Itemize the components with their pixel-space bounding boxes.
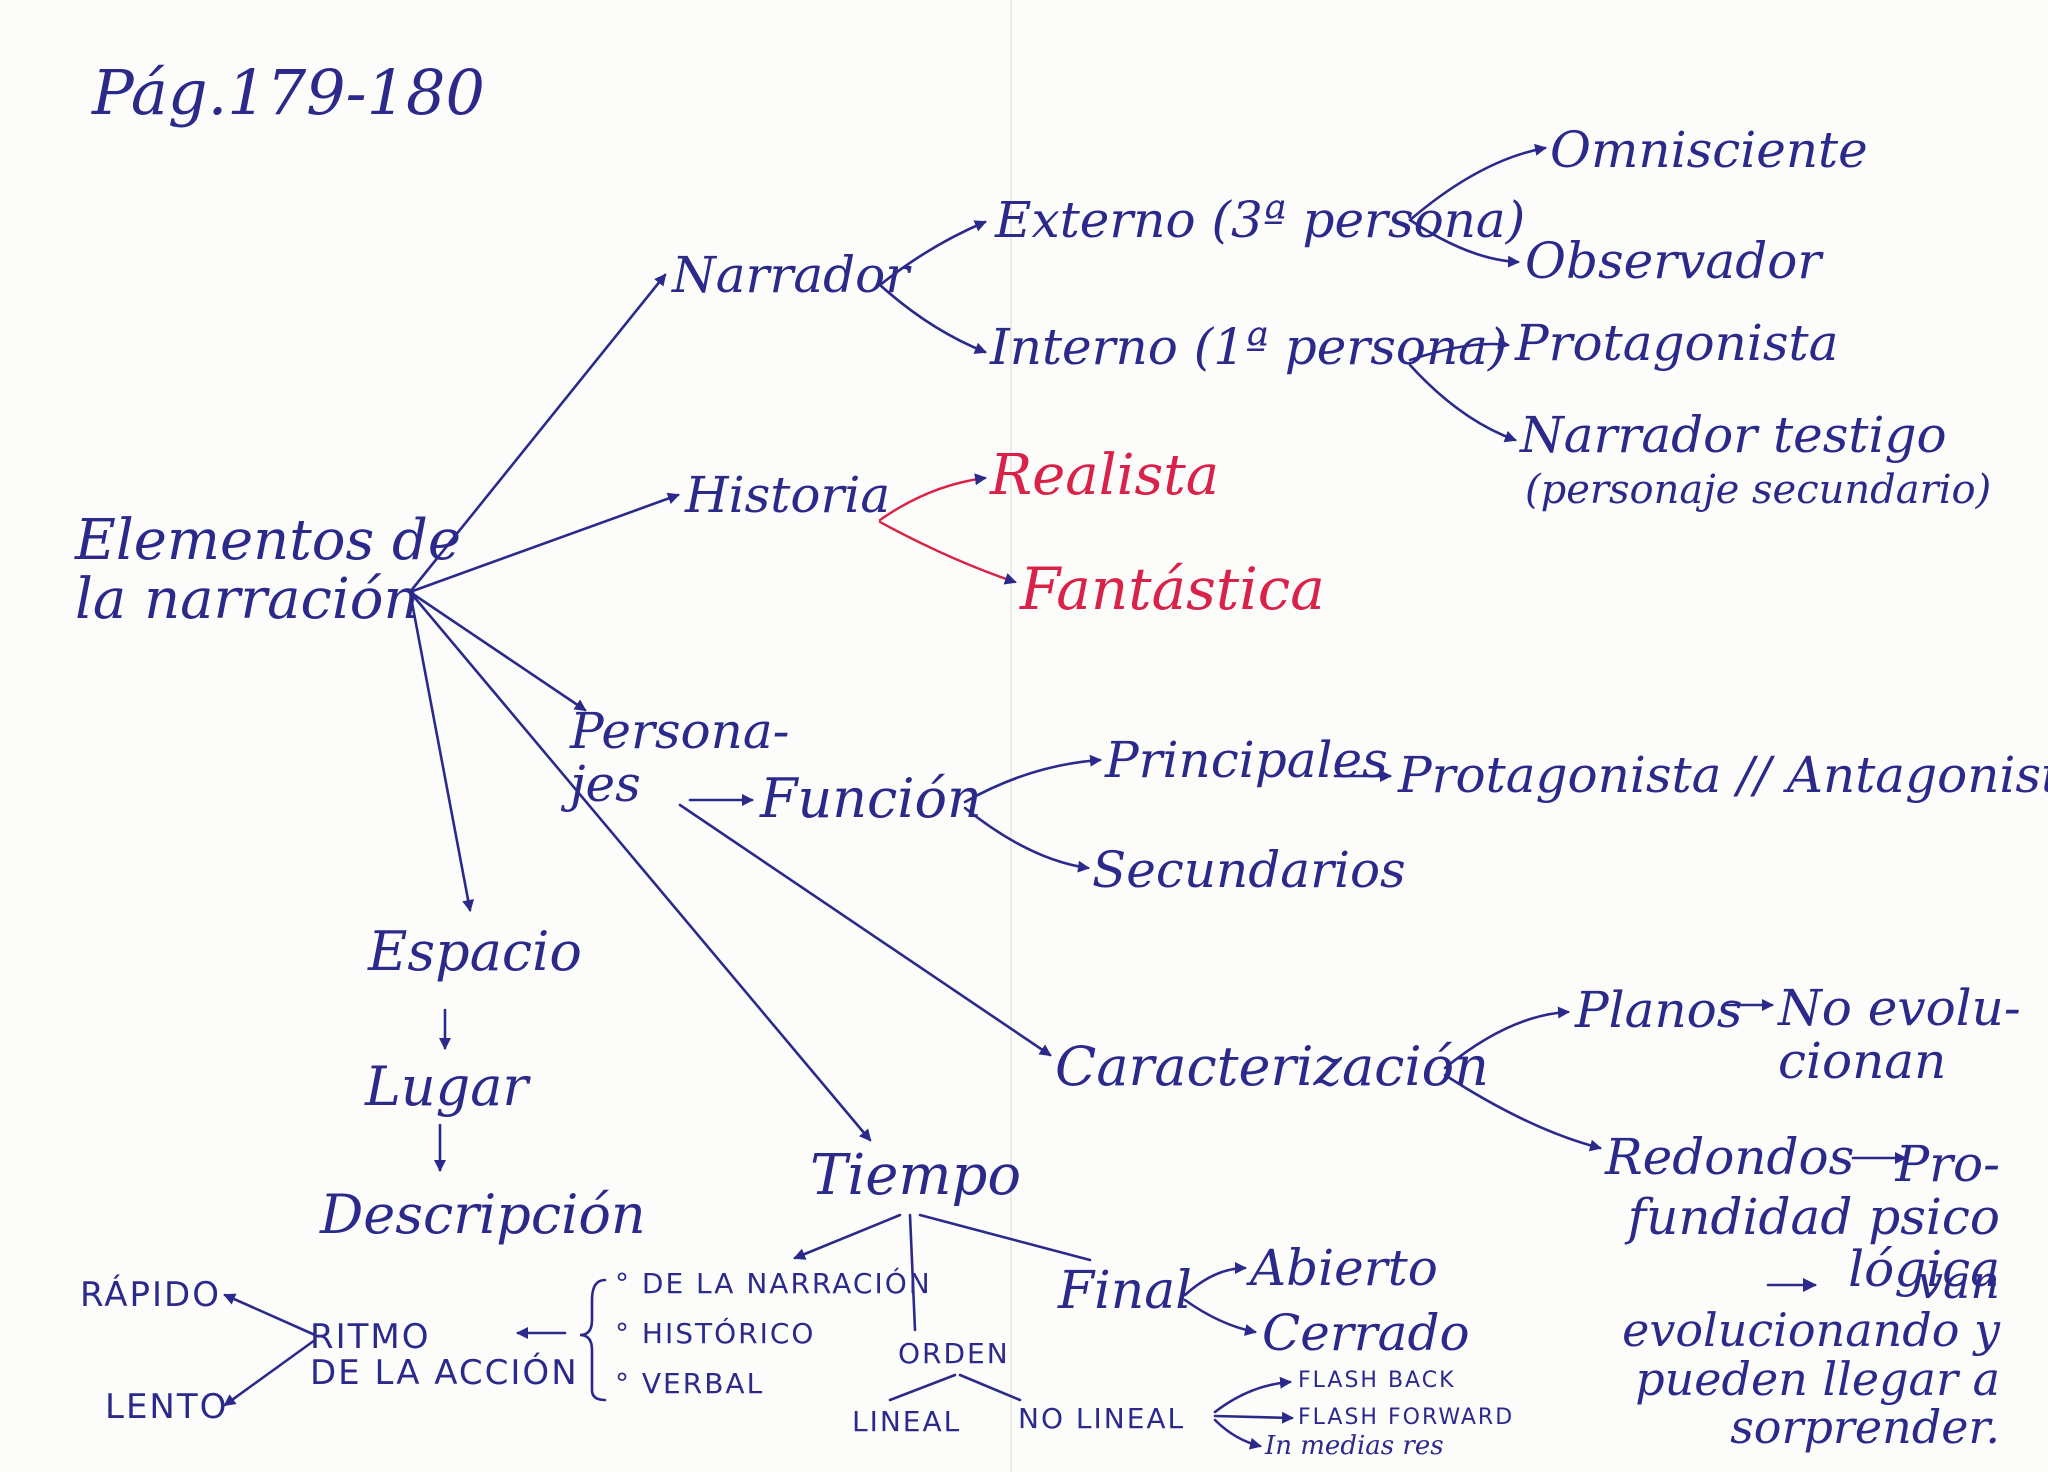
lugar-node: Lugar <box>365 1055 529 1118</box>
edge-interno-testigo <box>1408 363 1517 443</box>
cerrado-node: Cerrado <box>1262 1304 1470 1362</box>
edge-root-personajes <box>408 590 587 712</box>
edge-orden-lineal <box>888 1373 957 1402</box>
edge-root-narrador <box>408 273 667 594</box>
edge-orden-nolineal <box>958 1373 1022 1402</box>
caracterizacion-node: Caracterización <box>1055 1035 1489 1098</box>
tiempo-node: Tiempo <box>810 1143 1022 1208</box>
fantastica-node: Fantástica <box>1020 555 1325 623</box>
redondos-node: Redondos <box>1605 1128 1855 1186</box>
testigo-node: Narrador testigo <box>1520 406 1947 464</box>
root-node: Elementos de la narración <box>75 508 461 632</box>
funcion-node: Función <box>760 767 982 830</box>
edge-historia-realista <box>878 473 987 522</box>
descripcion-node: Descripción <box>320 1183 646 1246</box>
secundarios-node: Secundarios <box>1092 841 1406 899</box>
flash-back-node: FLASH BACK <box>1298 1368 1456 1393</box>
edge-narrador-externo <box>878 220 987 287</box>
lento-node: LENTO <box>105 1387 229 1427</box>
historia-node: Historia <box>685 466 891 524</box>
protagonista-antagonista-node: Protagonista // Antagonista <box>1398 746 2048 804</box>
externo-node: Externo (3ª persona) <box>995 191 1526 249</box>
edge-tiempo-fork <box>793 1213 902 1260</box>
protagonista-narrador-node: Protagonista <box>1515 314 1839 372</box>
personajes-node: Persona- jes <box>570 702 790 813</box>
realista-node: Realista <box>990 443 1220 508</box>
brace-tiempo-list <box>579 1278 607 1402</box>
paper-fold <box>1010 0 1012 1472</box>
espacio-node: Espacio <box>368 920 582 983</box>
edge-historia-fantastica <box>878 520 1017 585</box>
observador-node: Observador <box>1525 232 1822 290</box>
historico-item: ° HISTÓRICO <box>615 1317 816 1350</box>
rapido-node: RÁPIDO <box>80 1275 221 1315</box>
edge-tiempo-orden <box>908 1213 917 1332</box>
edge-nolineal-inmedias <box>1213 1418 1262 1450</box>
edge-final-cerrado <box>1183 1298 1257 1336</box>
final-node: Final <box>1058 1261 1192 1321</box>
de-la-narracion-item: ° DE LA NARRACIÓN <box>615 1267 932 1300</box>
flash-forward-node: FLASH FORWARD <box>1298 1405 1515 1430</box>
ritmo-node: RITMO DE LA ACCIÓN <box>310 1317 579 1393</box>
edge-final-abierto <box>1183 1262 1247 1297</box>
edge-root-espacio <box>408 590 475 912</box>
redondos-tail: van evolucionando y pueden llegar a sorp… <box>1622 1255 2000 1454</box>
testigo-note: (personaje secundario) <box>1525 467 1992 513</box>
orden-node: ORDEN <box>898 1337 1010 1370</box>
lineal-node: LINEAL <box>852 1405 962 1438</box>
edge-funcion-secundarios <box>963 806 1090 873</box>
edge-externo-observador <box>1408 218 1520 268</box>
principales-node: Principales <box>1105 731 1388 789</box>
interno-node: Interno (1ª persona) <box>990 318 1508 376</box>
edge-externo-omnisciente <box>1408 143 1547 222</box>
edge-narrador-interno <box>878 283 987 354</box>
edge-funcion-principales <box>963 754 1102 804</box>
in-medias-res-node: In medias res <box>1265 1431 1444 1461</box>
edge-root-tiempo <box>408 590 872 1142</box>
edge-tiempo-final <box>918 1213 1092 1262</box>
edge-ritmo-lento <box>223 1338 317 1407</box>
edge-nolineal-flashback <box>1213 1376 1292 1414</box>
edge-ritmo-fork <box>223 1293 317 1337</box>
edge-caracterizacion-redondos <box>1443 1073 1602 1152</box>
edge-nolineal-flashforward <box>1213 1411 1294 1424</box>
planos-note: No evolu- cionan <box>1778 979 2021 1090</box>
edge-interno-protagonista <box>1408 337 1510 362</box>
omnisciente-node: Omnisciente <box>1550 121 1868 179</box>
edge-caracterizacion-planos <box>1443 1006 1570 1070</box>
edge-root-historia <box>408 492 680 594</box>
verbal-item: ° VERBAL <box>615 1367 765 1400</box>
page-reference: Pág.179-180 <box>92 56 485 129</box>
no-lineal-node: NO LINEAL <box>1018 1402 1186 1435</box>
edge-personajes-caracterizacion <box>678 803 1052 1057</box>
redondos-note: Pro- fundidad psico lógica <box>1627 1135 2000 1298</box>
abierto-node: Abierto <box>1250 1239 1438 1297</box>
narrador-node: Narrador <box>672 246 910 304</box>
planos-node: Planos <box>1575 981 1743 1039</box>
